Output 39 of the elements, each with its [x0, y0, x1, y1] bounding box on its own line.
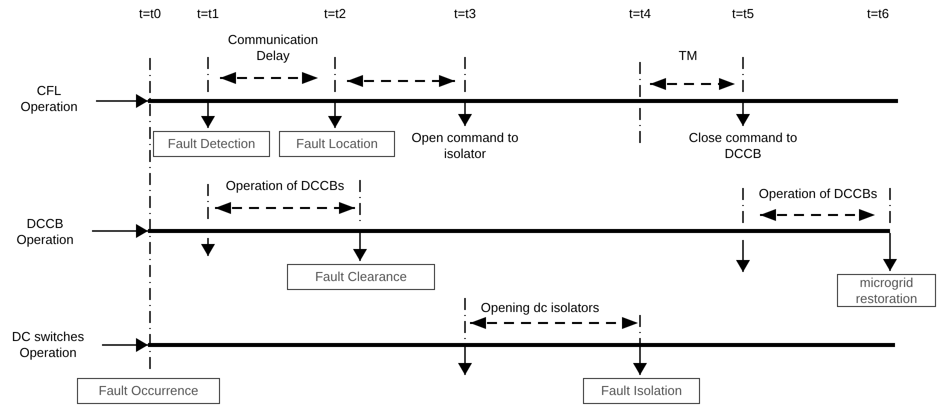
arrow	[633, 347, 647, 375]
event-box: Fault Detection	[153, 131, 270, 157]
arrow	[102, 338, 148, 352]
event-box: Fault Location	[279, 131, 395, 157]
event-text: Open command to isolator	[400, 129, 530, 163]
interval-label: Communication Delay	[226, 32, 320, 64]
time-label: t=t5	[730, 6, 756, 22]
interval-label: Operation of DCCBs	[758, 186, 878, 202]
arrow	[458, 103, 472, 126]
arrow	[458, 347, 472, 375]
event-box: microgrid restoration	[837, 274, 936, 307]
event-text: CFL Operation	[8, 82, 90, 116]
event-box: Fault Clearance	[287, 264, 435, 290]
interval-label: TM	[678, 48, 698, 64]
time-label: t=t2	[322, 6, 348, 22]
event-text: Close command to DCCB	[673, 129, 813, 163]
interval-label: Operation of DCCBs	[224, 178, 346, 194]
time-label: t=t3	[452, 6, 478, 22]
arrow	[96, 94, 148, 108]
arrow	[736, 240, 750, 272]
time-label: t=t1	[196, 6, 220, 22]
arrow	[201, 103, 215, 128]
arrow	[883, 233, 897, 271]
arrow	[201, 238, 215, 256]
interval-label: Opening dc isolators	[480, 300, 600, 316]
time-label: t=t4	[628, 6, 652, 22]
event-box: Fault Occurrence	[77, 378, 220, 404]
timeline-bar	[148, 343, 895, 347]
arrow	[736, 103, 750, 126]
event-text: DC switches Operation	[0, 328, 96, 362]
arrow	[353, 233, 367, 261]
timeline-bar	[148, 229, 890, 233]
event-text: DCCB Operation	[4, 215, 86, 249]
arrow	[92, 224, 148, 238]
time-label: t=t6	[866, 6, 890, 22]
event-box: Fault Isolation	[583, 378, 700, 404]
arrow	[328, 103, 342, 128]
time-label: t=t0	[138, 6, 162, 22]
timeline-bar	[148, 99, 898, 103]
